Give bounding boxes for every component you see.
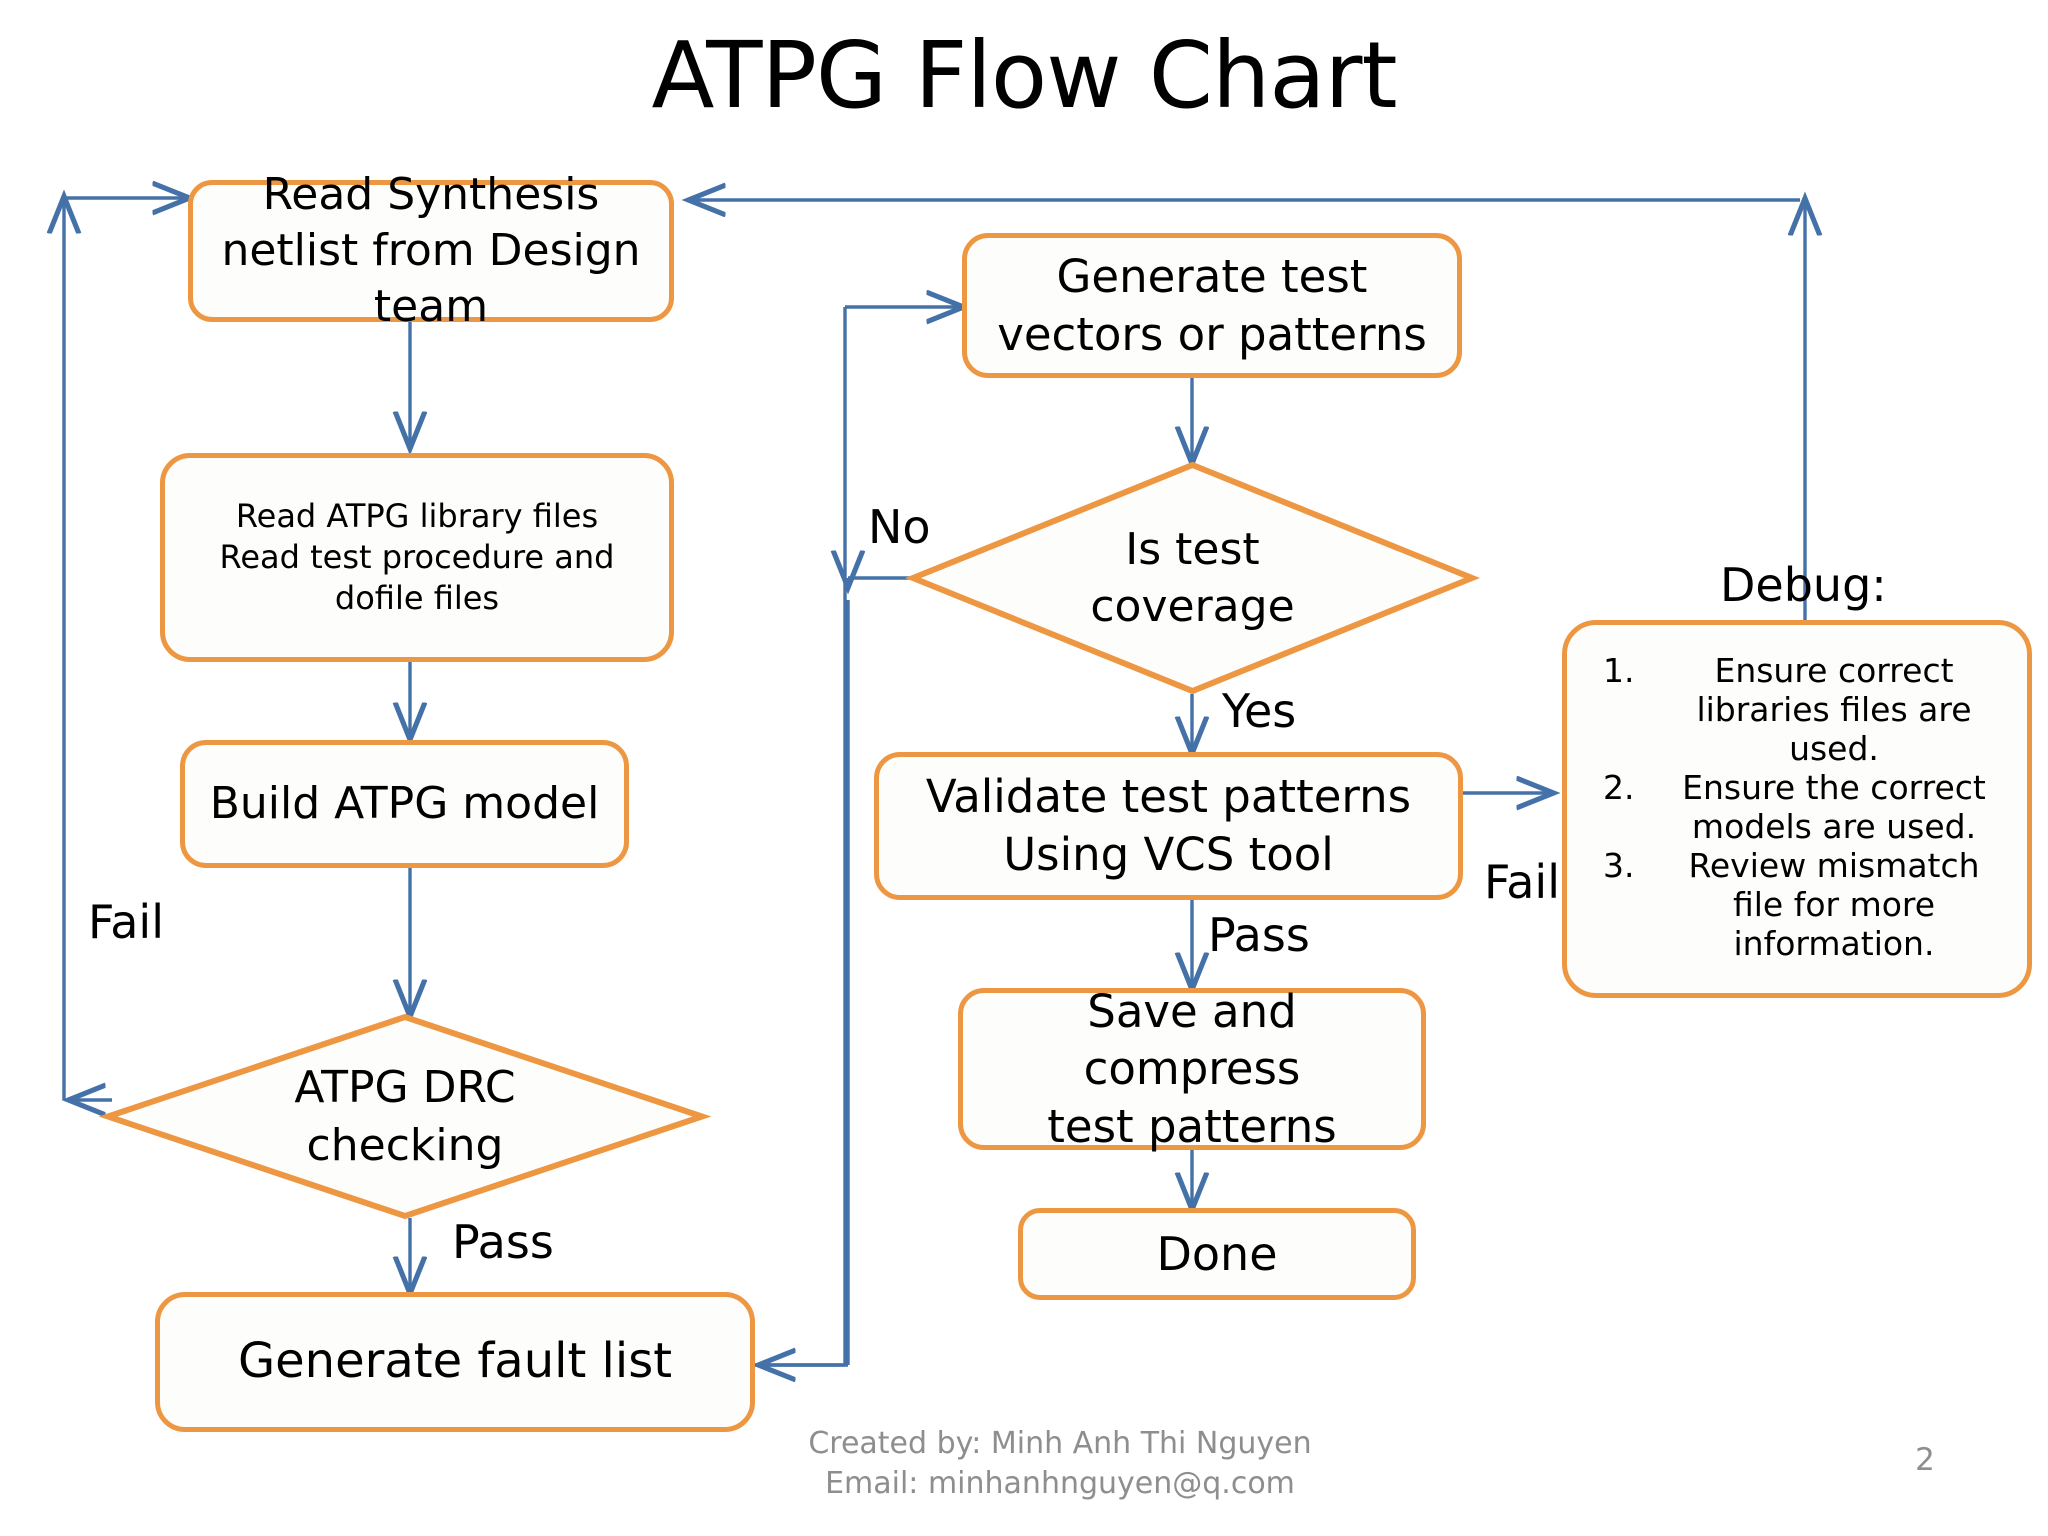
- debug-item-text: Ensure correct libraries files are used.: [1696, 651, 1972, 769]
- node-build-atpg-model[interactable]: Build ATPG model: [180, 740, 629, 868]
- node-generate-test-vectors[interactable]: Generate test vectors or patterns: [962, 233, 1462, 378]
- edge-label-no-coverage: No: [868, 500, 931, 554]
- debug-list-item: 2. Ensure the correct models are used.: [1581, 768, 2013, 847]
- node-validate-test-patterns[interactable]: Validate test patterns Using VCS tool: [874, 752, 1463, 900]
- node-generate-fault-list-label: Generate fault list: [237, 1333, 673, 1390]
- slide-title: ATPG Flow Chart: [651, 22, 1397, 129]
- debug-item-number: 3.: [1603, 845, 1635, 885]
- node-atpg-drc-checking-label: ATPG DRC checking: [294, 1062, 516, 1171]
- node-save-and-compress-label: Save and compress test patterns: [1047, 984, 1337, 1153]
- node-done[interactable]: Done: [1018, 1208, 1416, 1300]
- node-read-synthesis-netlist-label: Read Synthesis netlist from Design team: [221, 168, 641, 333]
- node-read-synthesis-netlist[interactable]: Read Synthesis netlist from Design team: [188, 169, 674, 332]
- debug-box[interactable]: 1. Ensure correct libraries files are us…: [1562, 620, 2032, 998]
- footer-created-by: Created by: Minh Anh Thi Nguyen: [808, 1426, 1312, 1461]
- node-validate-test-patterns-label: Validate test patterns Using VCS tool: [925, 770, 1412, 881]
- debug-list-item: 1. Ensure correct libraries files are us…: [1581, 651, 2013, 769]
- node-atpg-drc-checking[interactable]: ATPG DRC checking: [98, 1013, 712, 1220]
- edge-label-pass-drc: Pass: [452, 1215, 554, 1269]
- node-generate-fault-list[interactable]: Generate fault list: [155, 1292, 755, 1432]
- debug-item-text: Review mismatch file for more informatio…: [1688, 845, 1980, 963]
- edge-label-fail-right: Fail: [1484, 855, 1560, 909]
- node-done-label: Done: [1156, 1226, 1278, 1281]
- footer-email: Email: minhanhnguyen@q.com: [825, 1465, 1295, 1501]
- node-build-atpg-model-label: Build ATPG model: [209, 777, 600, 829]
- node-read-atpg-library-files[interactable]: Read ATPG library files Read test proced…: [160, 453, 674, 662]
- debug-item-number: 2.: [1603, 768, 1635, 808]
- edge-label-pass-validate: Pass: [1208, 908, 1310, 962]
- debug-item-text: Ensure the correct models are used.: [1682, 768, 1986, 846]
- debug-list-item: 3. Review mismatch file for more informa…: [1581, 845, 2013, 964]
- edge-label-yes-coverage: Yes: [1222, 684, 1297, 738]
- debug-item-number: 1.: [1603, 651, 1635, 691]
- edge-label-fail-left: Fail: [88, 895, 164, 949]
- node-save-and-compress[interactable]: Save and compress test patterns: [958, 985, 1426, 1153]
- debug-heading: Debug:: [1720, 558, 1887, 612]
- node-is-test-coverage[interactable]: Is test coverage: [904, 461, 1481, 695]
- page-number: 2: [1915, 1442, 1935, 1478]
- node-read-atpg-library-files-label: Read ATPG library files Read test proced…: [219, 497, 615, 617]
- footer: Created by: Minh Anh Thi Nguyen Email: m…: [690, 1424, 1430, 1503]
- node-is-test-coverage-label: Is test coverage: [1090, 523, 1295, 632]
- node-generate-test-vectors-label: Generate test vectors or patterns: [997, 249, 1427, 361]
